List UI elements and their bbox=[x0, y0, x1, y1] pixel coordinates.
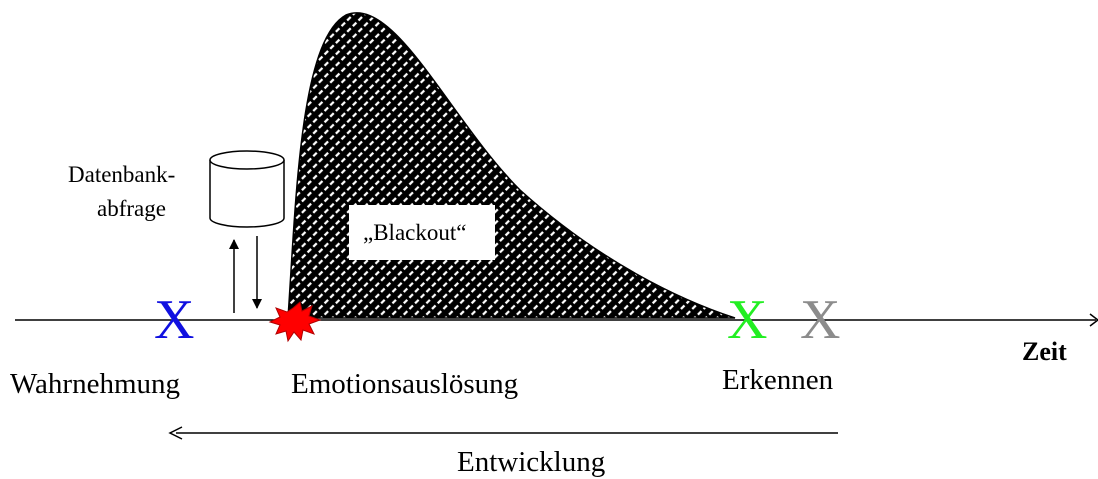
database-query-label-line2: abfrage bbox=[97, 196, 166, 221]
blackout-label-box bbox=[349, 205, 495, 260]
explosion-icon bbox=[268, 301, 322, 343]
database-icon bbox=[209, 150, 285, 228]
recognition-x-mark-gray: X bbox=[800, 289, 841, 351]
perception-x-mark: X bbox=[154, 289, 195, 351]
database-query-label-line1: Datenbank- bbox=[68, 162, 176, 187]
recognition-label: Erkennen bbox=[722, 364, 834, 396]
development-label: Entwicklung bbox=[457, 446, 606, 478]
blackout-curve bbox=[287, 12, 736, 319]
emotion-trigger-label: Emotionsauslösung bbox=[291, 368, 519, 400]
time-axis-arrowhead bbox=[1089, 313, 1098, 327]
recognition-x-mark-green: X bbox=[727, 289, 768, 351]
development-arrowhead bbox=[168, 426, 183, 440]
blackout-label: „Blackout“ bbox=[363, 220, 467, 245]
time-axis-label: Zeit bbox=[1022, 337, 1067, 366]
perception-label: Wahrnehmung bbox=[10, 368, 181, 400]
